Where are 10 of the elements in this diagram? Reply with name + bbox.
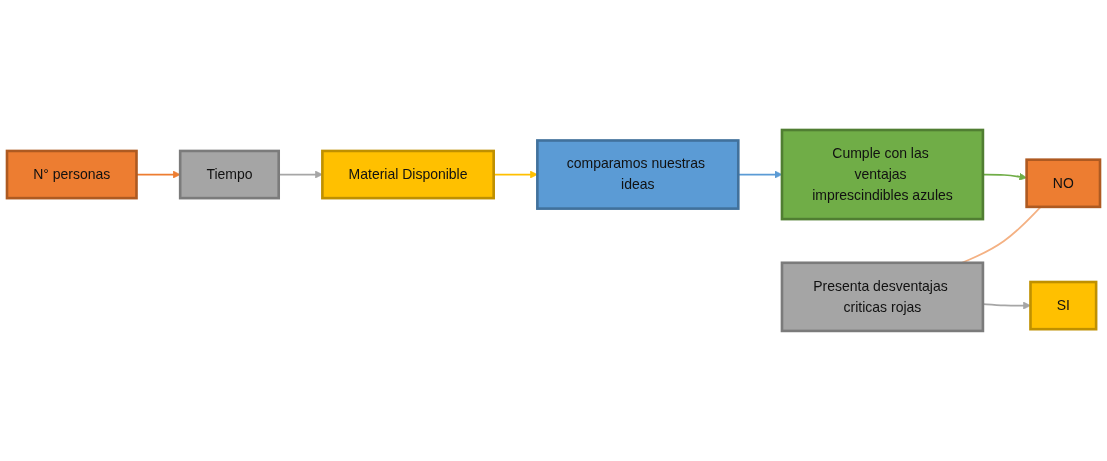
node-box: Presenta desventajas criticas rojas bbox=[780, 261, 985, 333]
node-box: comparamos nuestras ideas bbox=[536, 139, 740, 210]
node-box: NO bbox=[1025, 158, 1102, 209]
arrow bbox=[982, 173, 1027, 181]
arrow bbox=[982, 301, 1031, 310]
node-box: Tiempo bbox=[178, 149, 280, 200]
node-box: SI bbox=[1029, 280, 1098, 331]
node-box: Cumple con las ventajas imprescindibles azules bbox=[780, 128, 985, 221]
node-box: Material Disponible bbox=[321, 149, 495, 200]
node-box: N° personas bbox=[5, 149, 138, 200]
